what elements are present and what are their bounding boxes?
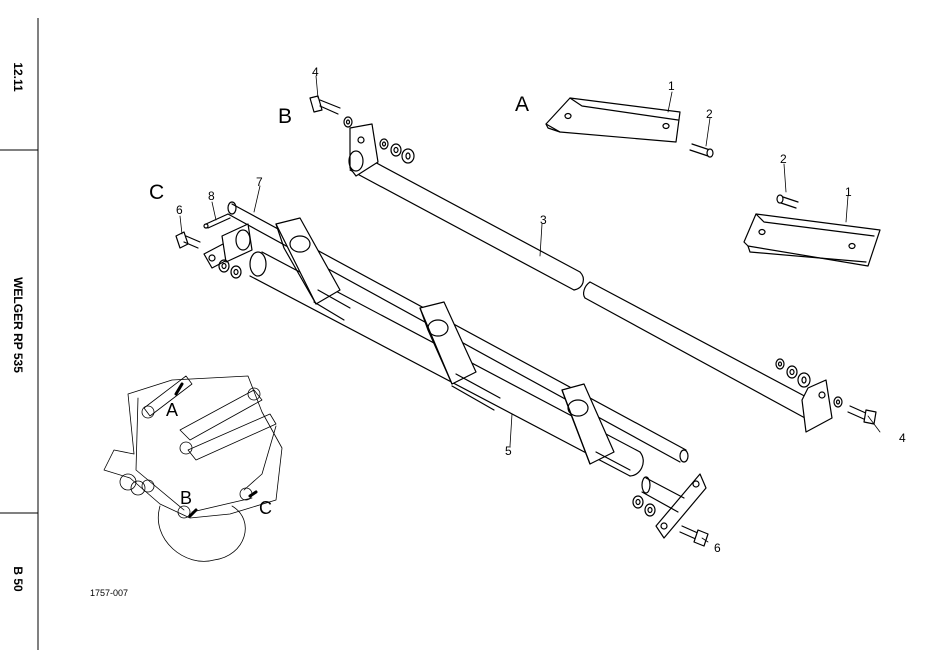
callout-2-top: 2 <box>706 107 713 121</box>
callout-6-left: 6 <box>176 203 183 217</box>
callout-4-top: 4 <box>312 65 319 79</box>
bolt-part-4-right <box>834 397 876 424</box>
callout-5: 5 <box>505 444 512 458</box>
inset-letter-b: B <box>180 488 192 508</box>
right-end-bracket <box>642 474 706 538</box>
callout-numbers: 1 1 2 2 3 4 4 5 6 6 7 8 <box>176 65 906 555</box>
bolt-part-6-right <box>680 526 708 546</box>
view-letters: A B C <box>149 93 529 204</box>
callout-4-right: 4 <box>899 431 906 445</box>
washers-right <box>633 496 655 516</box>
tube-part-3 <box>349 124 832 432</box>
callout-8: 8 <box>208 189 215 203</box>
washers-part-3-right <box>776 359 810 387</box>
bolt-part-2-right <box>777 195 798 208</box>
bolt-part-4-left <box>310 96 352 127</box>
inset-letter-a: A <box>166 400 178 420</box>
washers-part-3-left <box>380 139 414 163</box>
view-letter-b: B <box>278 105 292 128</box>
bolt-part-6-left <box>176 232 200 248</box>
angle-bracket-part-1-right <box>744 214 880 266</box>
bolt-part-2-top <box>690 144 713 157</box>
frame-part-5 <box>228 202 688 476</box>
view-letter-a: A <box>515 93 529 116</box>
callout-1-right: 1 <box>845 185 852 199</box>
sidebar-frame <box>0 18 38 650</box>
callout-7: 7 <box>256 175 263 189</box>
callout-2-right: 2 <box>780 152 787 166</box>
leader-lines <box>180 76 880 542</box>
inset-overview <box>104 376 282 561</box>
inset-letter-c: C <box>259 498 272 518</box>
pin-part-8 <box>204 214 230 228</box>
callout-3: 3 <box>540 213 547 227</box>
inset-letters: A B C <box>166 400 272 518</box>
callout-6-right: 6 <box>714 541 721 555</box>
callout-1-top: 1 <box>668 79 675 93</box>
view-letter-c: C <box>149 181 164 204</box>
angle-bracket-part-1-top <box>546 98 680 142</box>
